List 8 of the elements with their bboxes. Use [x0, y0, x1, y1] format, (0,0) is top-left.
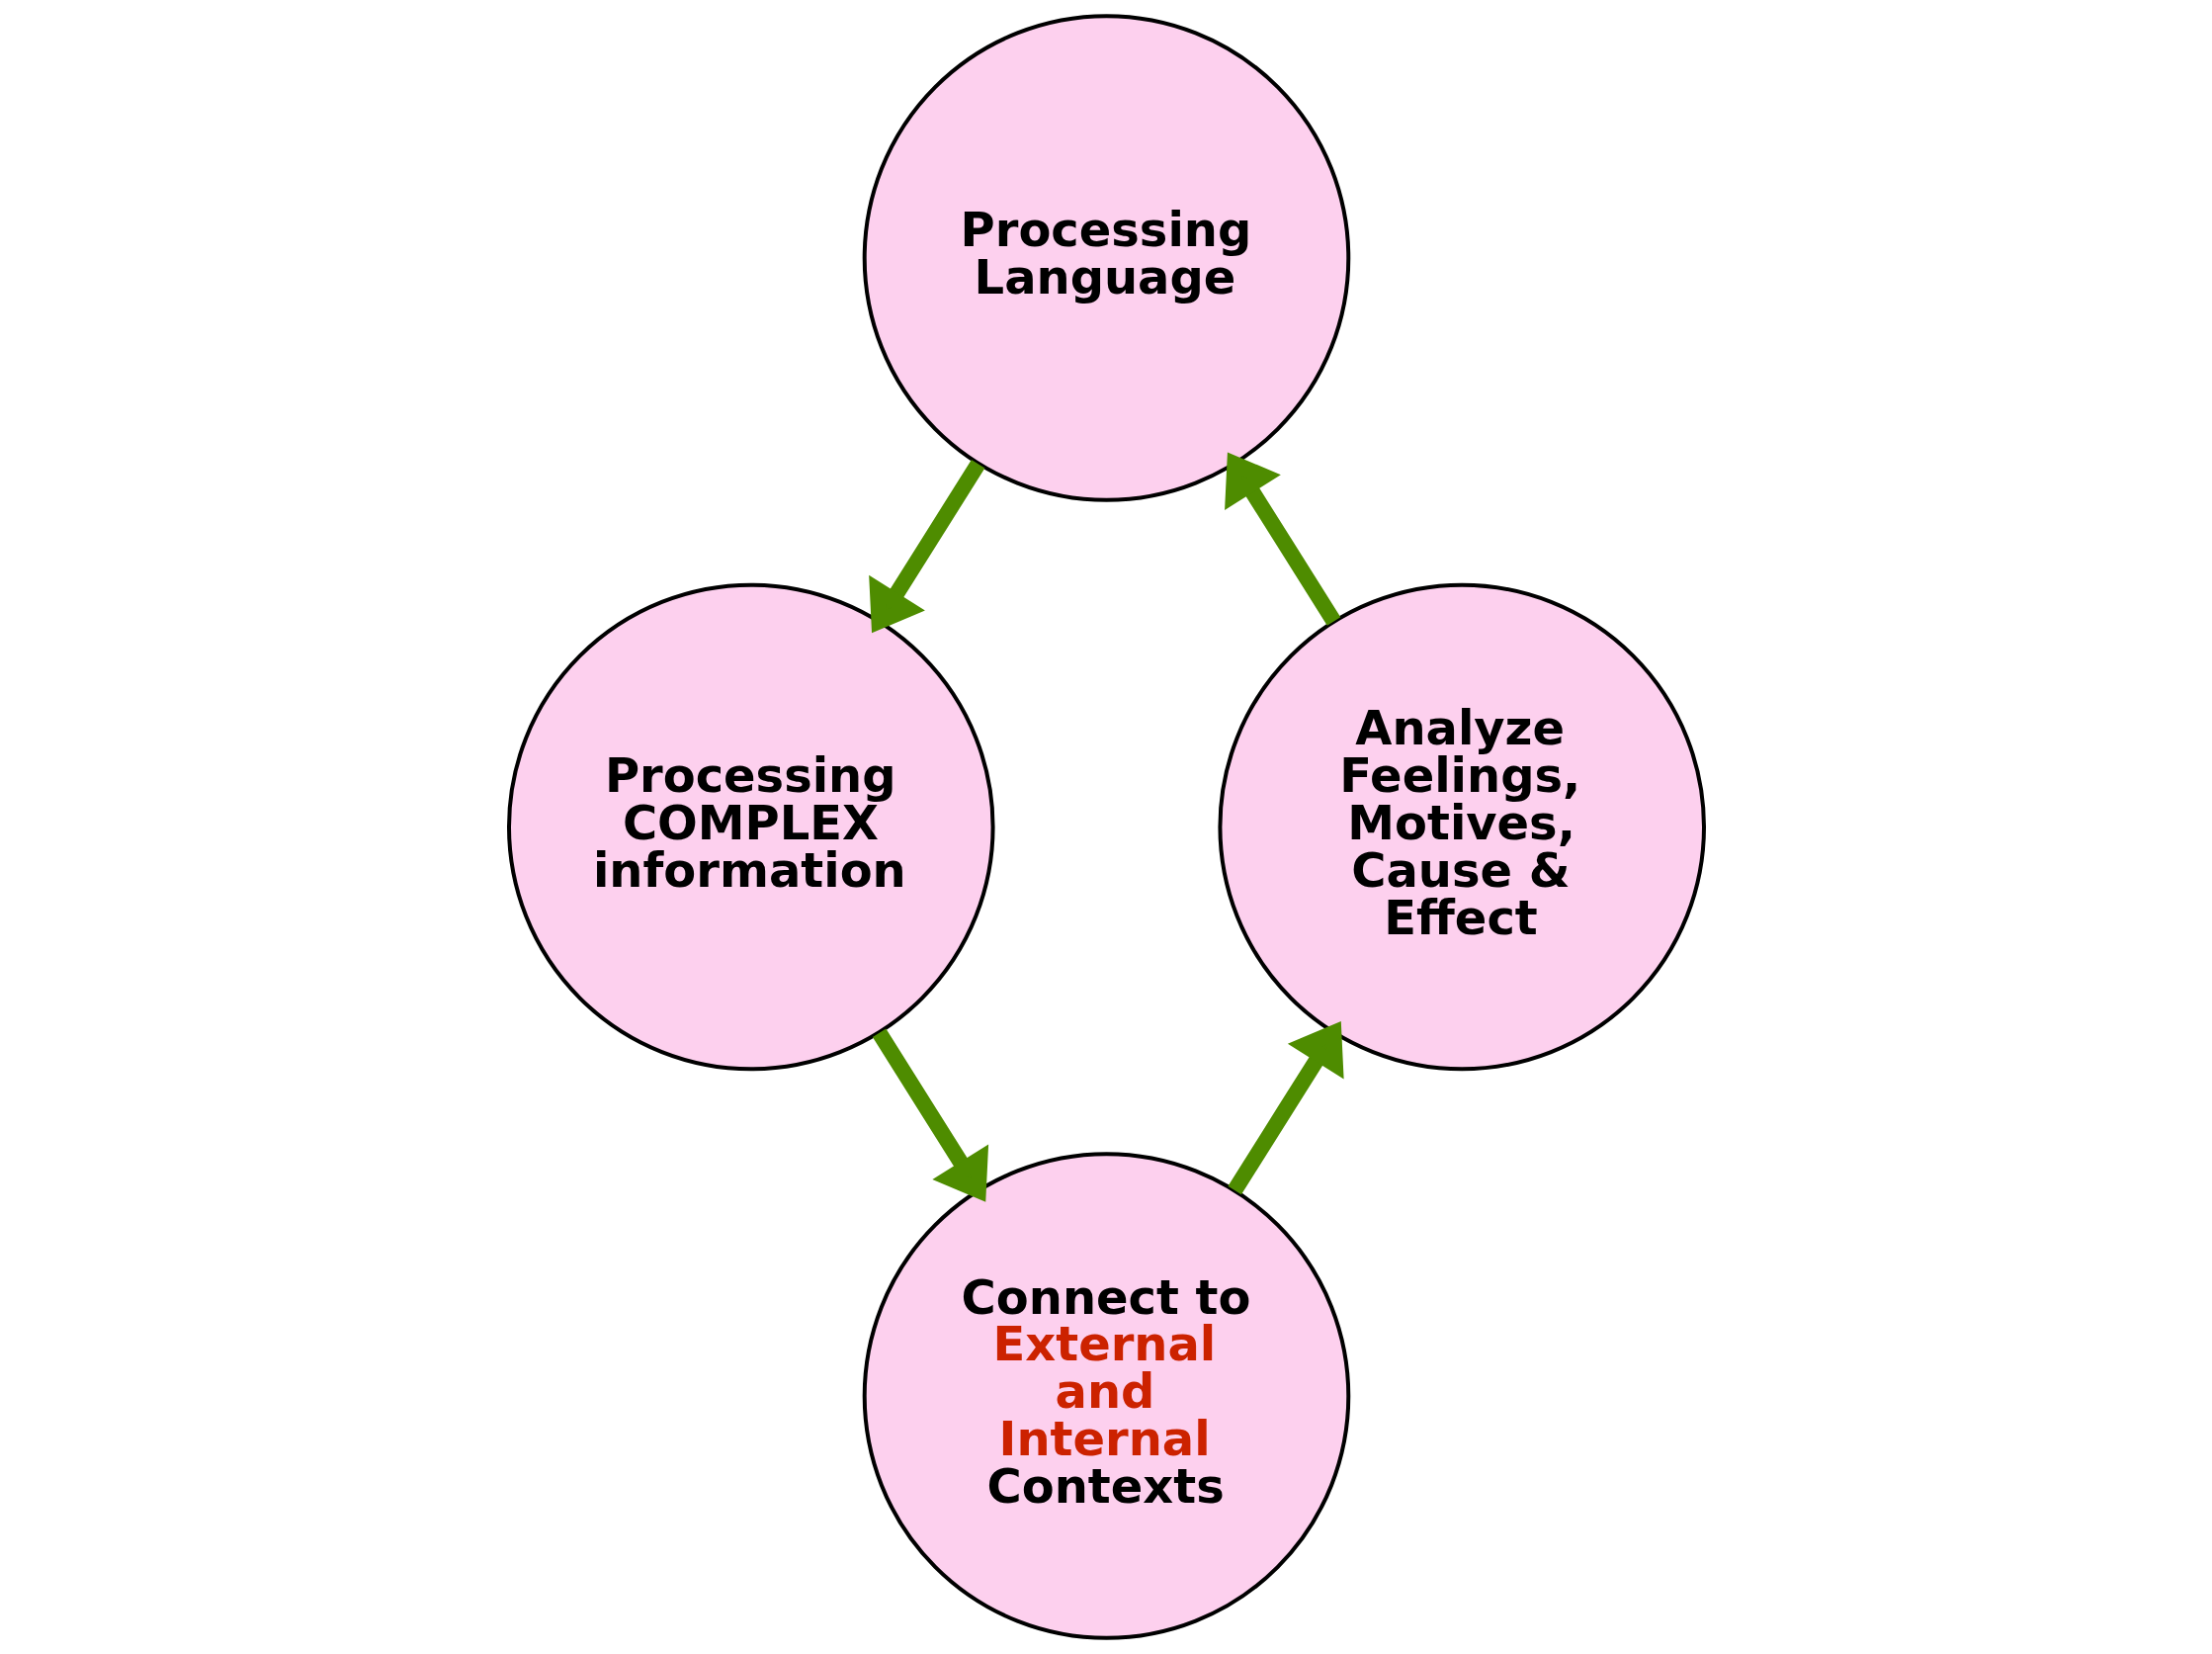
node-circle: Processing Language [862, 14, 1350, 502]
arrow [868, 460, 984, 634]
arrow [1227, 1021, 1344, 1195]
node-circle: Processing COMPLEX information [506, 582, 995, 1072]
node-circle: Analyze Feelings, Motives, Cause & Effect [1217, 582, 1706, 1072]
node-circle: Connect to External and Internal Contexts [862, 1152, 1350, 1640]
arrow [1224, 452, 1340, 626]
arrow [872, 1028, 988, 1202]
